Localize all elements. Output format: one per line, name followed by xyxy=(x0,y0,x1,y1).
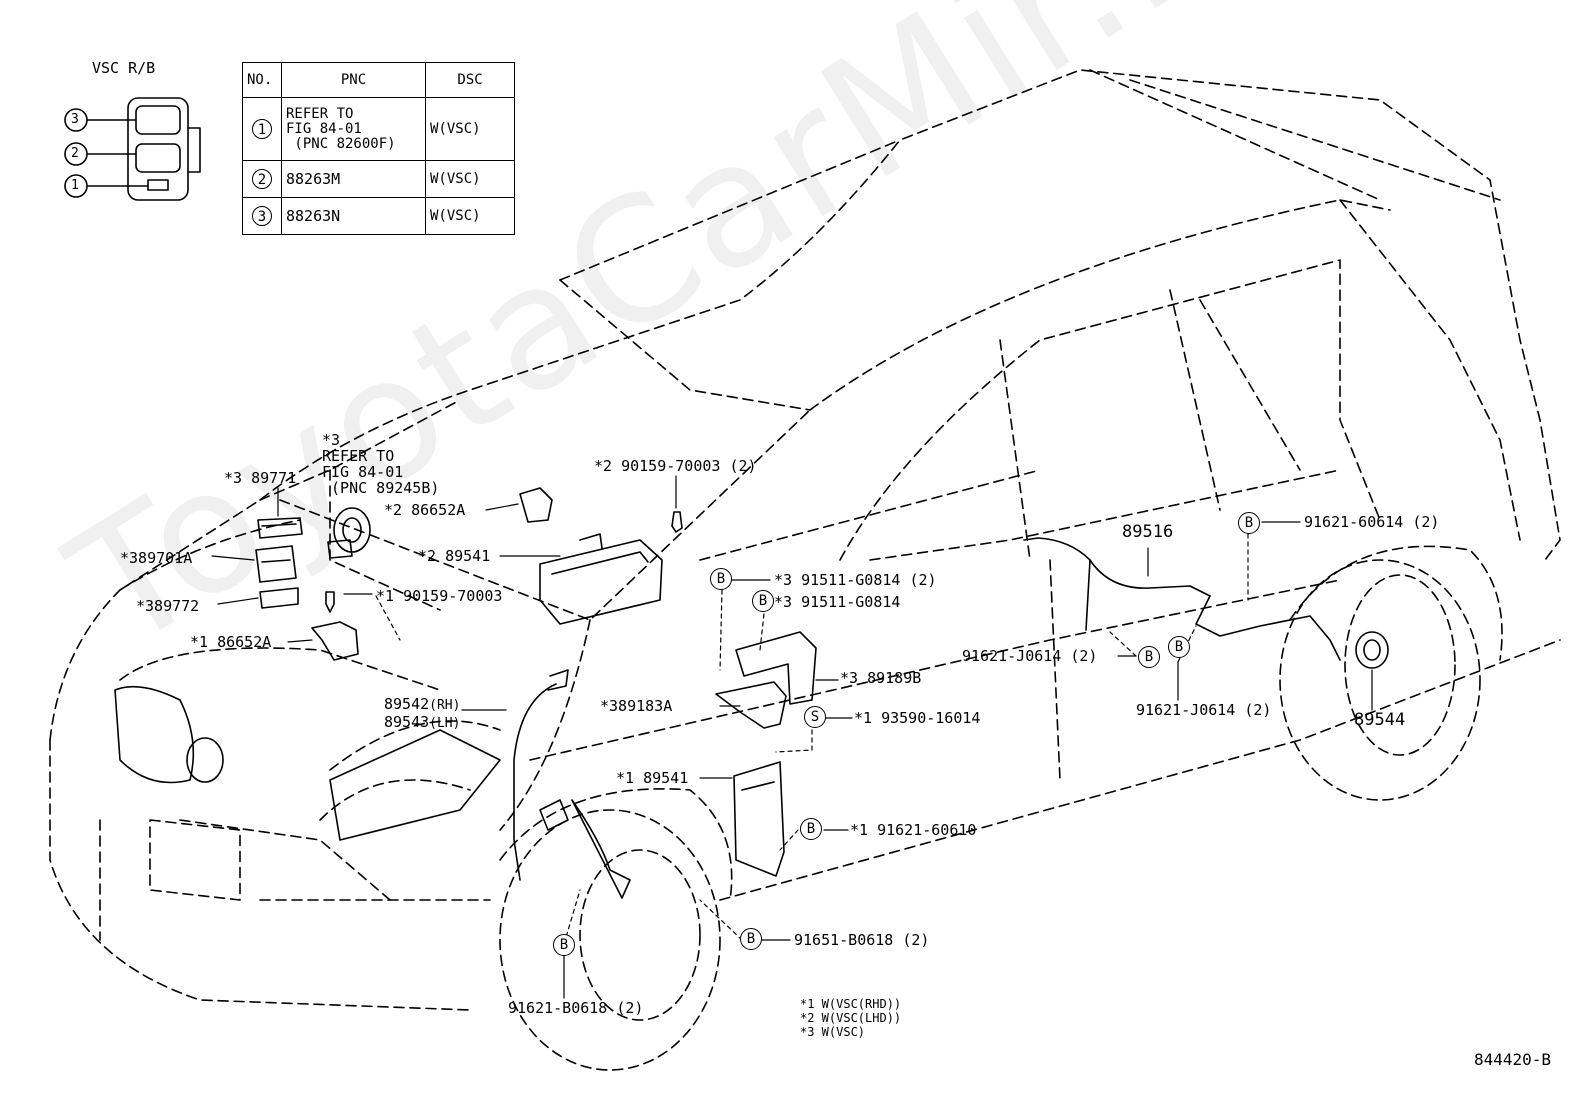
row-pnc-cell: 88263M xyxy=(281,160,426,198)
callout-89543-side: (LH) xyxy=(429,716,461,731)
row-no-cell: 3 xyxy=(242,197,282,235)
row-dsc-cell: W(VSC) xyxy=(425,197,515,235)
callout-89542: 89542(RH) xyxy=(384,696,460,714)
row-dsc-cell: W(VSC) xyxy=(425,160,515,198)
note-3: *3 W(VSC) xyxy=(800,1025,866,1039)
header-pnc: PNC xyxy=(281,62,426,98)
relay-block-title: VSC R/B xyxy=(92,59,156,77)
row-number-circle: 3 xyxy=(252,206,272,226)
callout-89516: 89516 xyxy=(1122,522,1174,542)
header-no: NO. xyxy=(242,62,282,98)
marker-b: B xyxy=(553,934,575,956)
table-header-row: NO. PNC DSC xyxy=(242,62,515,98)
callout-91621-b0618: 91621-B0618 (2) xyxy=(508,999,644,1017)
relay-marker-2: 2 xyxy=(71,146,79,161)
marker-b: B xyxy=(1138,646,1160,668)
callout-90159-70003-b: *2 90159-70003 (2) xyxy=(594,457,757,475)
callout-89542-side: (RH) xyxy=(429,698,461,713)
callout-89543: 89543(LH) xyxy=(384,714,460,732)
callout-89772: *389772 xyxy=(136,597,200,615)
callout-86652a-a: *1 86652A xyxy=(190,633,272,651)
row-number-circle: 2 xyxy=(252,169,272,189)
table-row: 3 88263N W(VSC) xyxy=(242,197,515,235)
callout-86652a-b: *2 86652A xyxy=(384,501,466,519)
marker-b: B xyxy=(752,590,774,612)
callout-91621-60610: *1 91621-60610 xyxy=(850,821,977,839)
marker-b: B xyxy=(1238,512,1260,534)
header-dsc: DSC xyxy=(425,62,515,98)
marker-b: B xyxy=(710,568,732,590)
car-body-outline xyxy=(49,69,1561,1011)
note-1: *1 W(VSC(RHD)) xyxy=(800,997,902,1011)
callout-89183a: *389183A xyxy=(600,697,673,715)
callout-91621-j0614-b: 91621-J0614 (2) xyxy=(1136,701,1272,719)
callout-refer-89245b: *3 REFER TO FIG 84-01 (PNC 89245B) xyxy=(322,431,440,497)
relay-marker-3: 3 xyxy=(71,112,79,127)
row-pnc-cell: REFER TO FIG 84-01 (PNC 82600F) xyxy=(281,97,426,161)
front-wheel xyxy=(499,788,733,1071)
note-2: *2 W(VSC(LHD)) xyxy=(800,1011,902,1025)
callout-91621-60614: 91621-60614 (2) xyxy=(1304,513,1440,531)
row-no-cell: 1 xyxy=(242,97,282,161)
callout-89544: 89544 xyxy=(1354,710,1406,730)
marker-s: S xyxy=(804,706,826,728)
callout-93590-16014: *1 93590-16014 xyxy=(854,709,981,727)
marker-b: B xyxy=(800,818,822,840)
parts-table: NO. PNC DSC 1 REFER TO FIG 84-01 (PNC 82… xyxy=(242,62,515,235)
figure-code: 844420-B xyxy=(1474,1050,1552,1069)
table-row: 1 REFER TO FIG 84-01 (PNC 82600F) W(VSC) xyxy=(242,97,515,161)
callout-91511-g0814-a: *3 91511-G0814 (2) xyxy=(774,571,937,589)
row-dsc-cell: W(VSC) xyxy=(425,97,515,161)
relay-block-schematic xyxy=(64,97,201,201)
callout-89543-number: 89543 xyxy=(384,713,430,731)
marker-b: B xyxy=(740,928,762,950)
callout-91651-b0618: 91651-B0618 (2) xyxy=(794,931,930,949)
callout-89771: *3 89771 xyxy=(224,469,297,487)
callout-89541-a: *1 89541 xyxy=(616,769,689,787)
callout-91511-g0814-b: *3 91511-G0814 xyxy=(774,593,901,611)
leader-lines xyxy=(211,475,1373,999)
callout-91621-j0614-a: 91621-J0614 (2) xyxy=(962,647,1098,665)
rear-wheel xyxy=(1279,545,1503,801)
row-pnc-cell: 88263N xyxy=(281,197,426,235)
front-fascia xyxy=(114,685,501,841)
table-row: 2 88263M W(VSC) xyxy=(242,160,515,198)
component-sketches xyxy=(255,487,1389,899)
callout-89541-b: *2 89541 xyxy=(418,547,491,565)
row-no-cell: 2 xyxy=(242,160,282,198)
marker-b: B xyxy=(1168,636,1190,658)
callout-90159-70003-a: *1 90159-70003 xyxy=(376,587,503,605)
relay-marker-1: 1 xyxy=(71,178,79,193)
row-number-circle: 1 xyxy=(252,119,272,139)
callout-89701a: *389701A xyxy=(120,549,193,567)
callout-89542-number: 89542 xyxy=(384,695,430,713)
callout-89189b: *3 89189B xyxy=(840,669,922,687)
